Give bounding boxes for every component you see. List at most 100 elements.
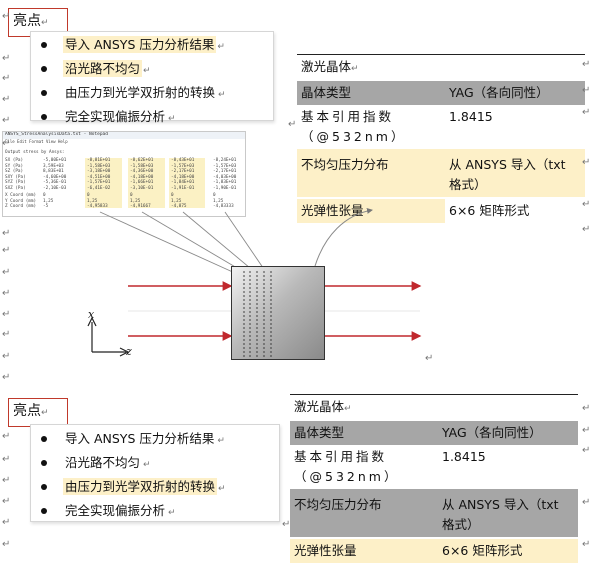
stress-row-value: -1,83E+01 (213, 180, 237, 186)
coord-row-label: Y Coord (mm) (5, 198, 37, 204)
paragraph-mark: ↵ (582, 199, 591, 210)
top-table-title-row: 激光晶体↵ (297, 54, 585, 81)
stress-row-value: -4,51E+00 (87, 174, 111, 180)
paragraph-mark: ↵ (2, 115, 11, 126)
stress-row-value: -1,84E+01 (171, 180, 195, 186)
paragraph-mark: ↵ (2, 228, 11, 239)
top-highlight-2: 沿光路不均匀↵ (37, 58, 273, 82)
laser-crystal-block (231, 266, 325, 360)
top-table-row-type: 晶体类型 YAG（各向同性） (297, 81, 585, 105)
coord-row-label: Z Coord (mm) (5, 204, 37, 210)
coord-row-value: 0 (213, 193, 216, 198)
bottom-highlight-1: 导入 ANSYS 压力分析结果↵ (37, 428, 279, 452)
coord-row-label: X Coord (mm) (5, 193, 37, 198)
stress-row-value: -1,57E+03 (171, 163, 195, 169)
stress-row-value: -3,10E-01 (130, 186, 154, 191)
ansys-notepad-screenshot: ANSYS_StressAnalysisData.txt - Notepad F… (2, 131, 246, 217)
paragraph-mark: ↵ (288, 119, 297, 130)
notepad-header: Output stress by Ansys: (5, 150, 65, 155)
bottom-highlights-box: 导入 ANSYS 压力分析结果↵ 沿光路不均匀↵ 由压力到光学双折射的转换↵ 完… (30, 424, 280, 522)
stress-row-value: -5,00E+01 (43, 158, 67, 163)
coord-row-value: -4,875 (171, 204, 187, 210)
paragraph-mark: ↵ (2, 94, 11, 105)
bottom-table-row-index: 基本引用指数（@532nm） 1.8415 (294, 449, 486, 484)
top-heading: 亮点 (13, 13, 41, 29)
paragraph-mark: ↵ (2, 475, 11, 486)
paragraph-mark: ↵ (2, 454, 11, 465)
stress-row-label: SXY (Pa) (5, 174, 26, 180)
paragraph-mark: ↵ (582, 157, 591, 168)
stress-row-value: 3,59E+03 (43, 163, 64, 169)
axis-x-label: x (88, 308, 95, 321)
stress-row-value: -1,90E-01 (213, 186, 237, 191)
paragraph-mark: ↵ (282, 519, 291, 530)
paragraph-mark: ↵ (2, 138, 11, 149)
paragraph-mark: ↵ (2, 309, 11, 320)
top-highlight-4: 完全实现偏振分析↵ (37, 106, 273, 130)
coord-row-value: 1,25 (87, 198, 98, 204)
stress-row-value: -8,24E+01 (213, 158, 237, 163)
stress-row-value: -1,58E+03 (130, 163, 154, 169)
paragraph-mark: ↵ (2, 329, 11, 340)
paragraph-mark: ↵ (2, 73, 11, 84)
top-highlight-3: 由压力到光学双折射的转换↵ (37, 82, 273, 106)
paragraph-mark: ↵ (2, 517, 11, 528)
stress-row-value: -8,62E+01 (130, 158, 154, 163)
stress-row-value: -1,58E+03 (87, 163, 111, 169)
paragraph-mark: ↵ (2, 245, 11, 256)
top-table-row-index: 基本引用指数（@532nm） 1.8415 (301, 109, 493, 144)
stress-row-value: -1,91E-01 (171, 186, 195, 191)
paragraph-mark: ↵ (2, 11, 11, 22)
stress-row-value: -4,18E+00 (130, 174, 154, 180)
notepad-title: ANSYS_StressAnalysisData.txt - Notepad (3, 132, 245, 139)
stress-row-value: -8,43E+01 (171, 158, 195, 163)
stress-row-value: -4,18E+00 (171, 174, 195, 180)
stress-row-value: -1,66E+01 (130, 180, 154, 186)
coord-row-value: -4,83333 (213, 204, 234, 210)
bottom-spec-table: 激光晶体↵ 晶体类型 YAG（各向同性） 基本引用指数（@532nm） 1.84… (290, 394, 578, 563)
coord-row-value: 0 (171, 193, 174, 198)
coord-row-value: 1,25 (213, 198, 224, 204)
laser-beams (128, 281, 422, 341)
paragraph-mark: ↵ (582, 107, 591, 118)
stress-row-label: SX (Pa) (5, 158, 24, 163)
top-table-row-tensor: 光弹性张量 6×6 矩阵形式 (297, 197, 585, 223)
paragraph-mark: ↵ (2, 431, 11, 442)
paragraph-mark: ↵ (582, 497, 591, 508)
bottom-table-title-row: 激光晶体↵ (290, 394, 578, 421)
bottom-highlight-2: 沿光路不均匀↵ (37, 452, 279, 476)
bottom-table-row-tensor: 光弹性张量 6×6 矩阵形式 (290, 537, 578, 563)
paragraph-mark: ↵ (582, 445, 591, 456)
paragraph-mark: ↵ (582, 539, 591, 550)
bottom-highlight-3: 由压力到光学双折射的转换↵ (37, 476, 279, 500)
stress-row-value: -1,57E+03 (213, 163, 237, 169)
bottom-table-row-type: 晶体类型 YAG（各向同性） (290, 421, 578, 445)
crystal-to-table-arrow (314, 207, 373, 267)
coord-row-value: 0 (130, 193, 133, 198)
top-table-title: 激光晶体↵ (297, 54, 585, 81)
stress-row-value: -3,18E+00 (87, 169, 111, 175)
coordinate-axes (87, 316, 130, 357)
paragraph-mark: ↵ (582, 85, 591, 96)
paragraph-mark: ↵ (582, 224, 591, 235)
stress-row-value: -4,36E+00 (130, 169, 154, 175)
stress-row-value: 8,83E+01 (43, 169, 64, 175)
stress-row-value: -4,03E+00 (213, 174, 237, 180)
bottom-heading: 亮点 (13, 403, 41, 419)
coord-row-value: 1,25 (130, 198, 141, 204)
stress-row-value: -2,10E-03 (43, 186, 67, 191)
stress-row-value: -5,36E-01 (43, 180, 67, 186)
top-spec-table: 激光晶体↵ 晶体类型 YAG（各向同性） 基本引用指数（@532nm） 1.84… (297, 54, 585, 223)
bottom-highlight-4: 完全实现偏振分析↵ (37, 500, 279, 524)
paragraph-mark: ↵ (2, 372, 11, 383)
stress-row-label: SZ (Pa) (5, 169, 24, 175)
axis-z-label: z (126, 345, 132, 358)
paragraph-mark: ↵ (582, 425, 591, 436)
paragraph-mark: ↵ (582, 59, 591, 70)
notepad-menu: File Edit Format View Help (5, 139, 68, 144)
bottom-table-title: 激光晶体↵ (290, 394, 578, 421)
stress-row-value: -2,17E+01 (213, 169, 237, 175)
coord-row-value: 0 (87, 193, 90, 198)
stress-row-value: -4,60E+00 (43, 174, 67, 180)
paragraph-mark: ↵ (425, 353, 434, 364)
